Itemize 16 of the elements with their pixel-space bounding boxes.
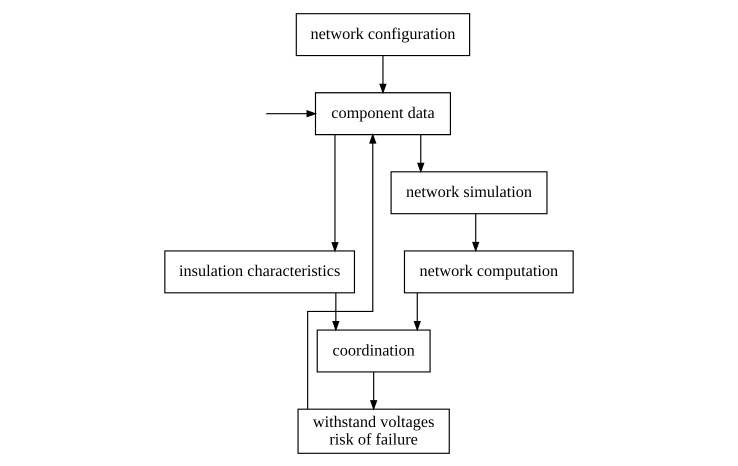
arrow: [307, 132, 376, 408]
arrow: [379, 55, 387, 94]
arrow: [417, 134, 424, 173]
arrow: [370, 372, 378, 410]
node-box: network configuration: [296, 12, 470, 56]
node-box: network simulation: [390, 170, 548, 214]
arrow: [472, 213, 480, 252]
arrow: [332, 292, 340, 331]
node-box: withstand voltages risk of failure: [297, 408, 450, 454]
node-box: insulation characteristics: [164, 250, 356, 293]
node-box: component data: [314, 92, 451, 135]
arrow: [331, 134, 339, 252]
arrow: [414, 292, 421, 331]
node-box: network computation: [404, 250, 574, 293]
node-box: coordination: [316, 328, 431, 372]
arrow: [266, 110, 318, 117]
